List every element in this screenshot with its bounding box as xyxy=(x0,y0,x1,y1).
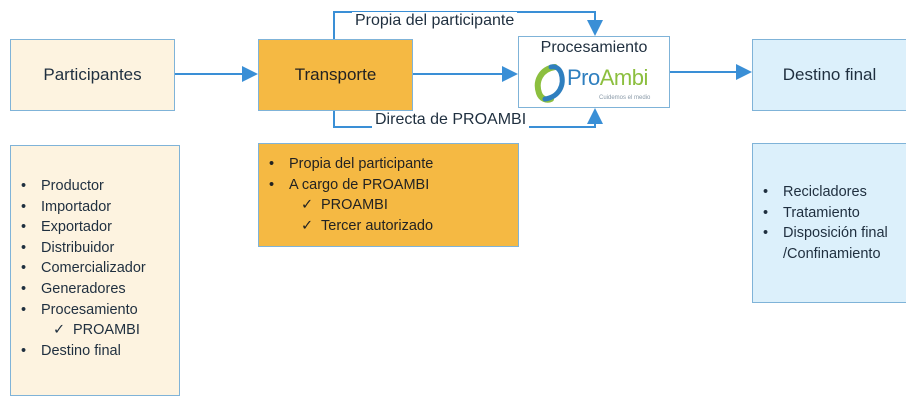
list-subitem: PROAMBI xyxy=(263,195,433,216)
procesamiento-label: Procesamiento xyxy=(540,39,648,56)
list-item: Procesamiento xyxy=(15,300,146,321)
list-item: A cargo de PROAMBI xyxy=(263,175,433,196)
list-item: Generadores xyxy=(15,279,146,300)
proambi-logo: ProAmbi Cuidemos el medio xyxy=(533,61,663,105)
participantes-list-box: Productor Importador Exportador Distribu… xyxy=(10,145,180,396)
transporte-label: Transporte xyxy=(294,65,377,84)
list-subitem: Tercer autorizado xyxy=(263,216,433,237)
list-item: Exportador xyxy=(15,217,146,238)
arrow-label-propia: Propia del participante xyxy=(352,12,518,30)
logo-tagline: Cuidemos el medio xyxy=(599,95,651,101)
destino-label: Destino final xyxy=(782,65,877,84)
transporte-list: Propia del participante A cargo de PROAM… xyxy=(263,154,433,236)
participantes-list: Productor Importador Exportador Distribu… xyxy=(15,176,146,361)
list-item: Tratamiento xyxy=(757,203,888,224)
participantes-label: Participantes xyxy=(43,65,142,84)
destino-list: Recicladores Tratamiento Disposición fin… xyxy=(757,182,888,264)
list-item: Disposición final xyxy=(757,223,888,244)
list-item-continuation: /Confinamiento xyxy=(783,245,881,262)
participantes-box: Participantes xyxy=(10,39,175,111)
list-item: Distribuidor xyxy=(15,238,146,259)
list-item: Destino final xyxy=(15,341,146,362)
list-item: Productor xyxy=(15,176,146,197)
destino-box: Destino final xyxy=(752,39,906,111)
list-item: Comercializador xyxy=(15,258,146,279)
list-item: Recicladores xyxy=(757,182,888,203)
arrow-label-directa: Directa de PROAMBI xyxy=(372,111,530,129)
transporte-list-box: Propia del participante A cargo de PROAM… xyxy=(258,143,519,247)
procesamiento-box: Procesamiento ProAmbi Cuidemos el medio xyxy=(518,36,670,108)
list-subitem: PROAMBI xyxy=(15,320,146,341)
list-item: Propia del participante xyxy=(263,154,433,175)
transporte-box: Transporte xyxy=(258,39,413,111)
recycle-swoosh-icon xyxy=(534,64,565,103)
list-item: Importador xyxy=(15,197,146,218)
destino-list-box: Recicladores Tratamiento Disposición fin… xyxy=(752,143,906,303)
logo-wordmark: ProAmbi xyxy=(567,65,648,90)
